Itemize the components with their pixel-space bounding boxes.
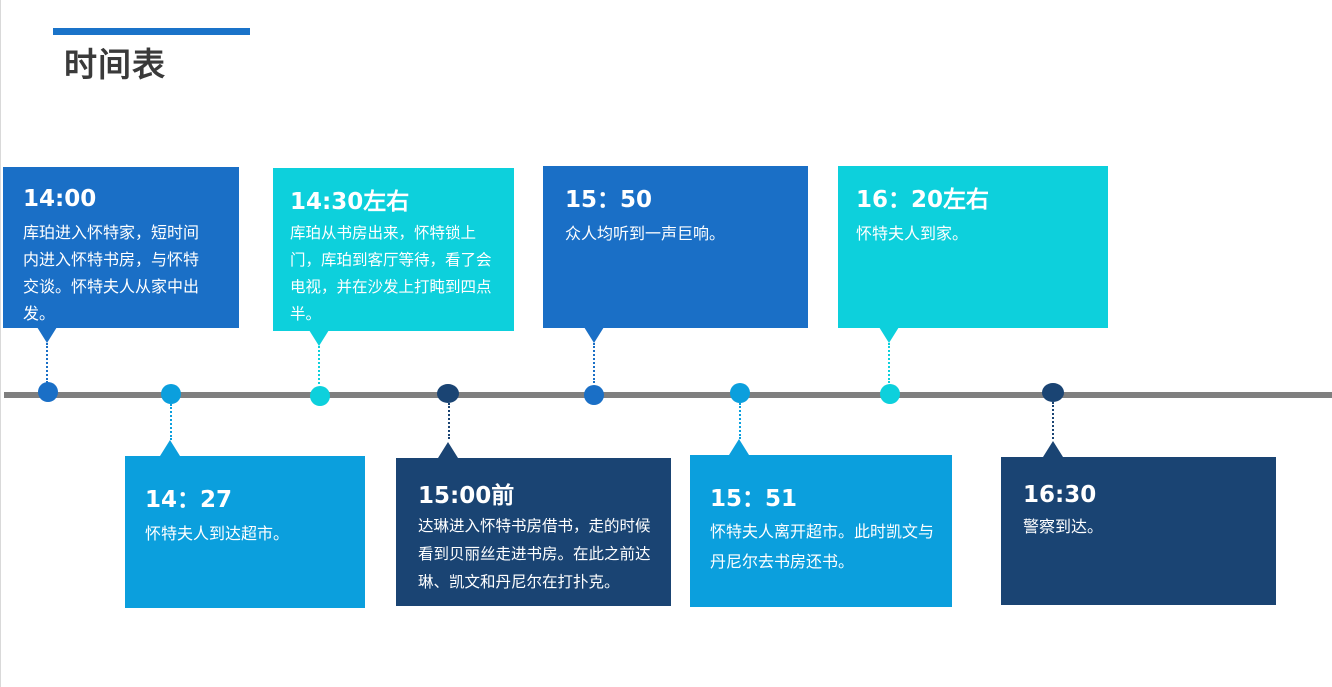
event-description: 库珀进入怀特家，短时间内进入怀特书房，与怀特交谈。怀特夫人从家中出发。 [23, 223, 200, 323]
event-connector [739, 403, 741, 439]
event-pointer [160, 440, 180, 456]
event-description: 库珀从书房出来，怀特锁上门，库珀到客厅等待，看了会电视，并在沙发上打盹到四点半。 [290, 224, 492, 323]
event-card-1427: 14：27 怀特夫人到达超市。 [125, 456, 365, 608]
timeline-dot [880, 384, 900, 404]
event-card-1620: 16：20左右 怀特夫人到家。 [838, 166, 1108, 328]
event-pointer [309, 330, 329, 346]
event-connector [170, 404, 172, 440]
event-time: 16：20左右 [856, 187, 990, 213]
timeline-dot [161, 384, 181, 404]
event-pointer [584, 327, 604, 343]
event-connector [593, 343, 595, 383]
event-time: 16:30 [1023, 482, 1097, 508]
event-description: 怀特夫人到家。 [856, 224, 969, 243]
event-description: 警察到达。 [1023, 517, 1104, 536]
timeline-dot [38, 382, 58, 402]
event-card-1550: 15：50 众人均听到一声巨响。 [543, 166, 808, 328]
event-description: 达琳进入怀特书房借书，走的时候看到贝丽丝走进书房。在此之前达琳、凯文和丹尼尔在打… [418, 517, 651, 591]
event-card-1400: 14:00 库珀进入怀特家，短时间内进入怀特书房，与怀特交谈。怀特夫人从家中出发… [3, 167, 239, 328]
timeline-axis [4, 392, 1332, 398]
timeline-dot [584, 385, 604, 405]
event-card-1551: 15：51 怀特夫人离开超市。此时凯文与丹尼尔去书房还书。 [690, 455, 952, 607]
slide-left-edge [0, 0, 1, 687]
event-time: 15：51 [710, 486, 798, 512]
event-connector [1052, 402, 1054, 439]
event-time: 14：27 [145, 487, 233, 513]
event-time: 15:00前 [418, 483, 515, 509]
event-time: 14:00 [23, 186, 97, 212]
event-connector [318, 346, 320, 384]
event-connector [888, 343, 890, 383]
page-title: 时间表 [64, 45, 166, 84]
event-card-1430: 14:30左右 库珀从书房出来，怀特锁上门，库珀到客厅等待，看了会电视，并在沙发… [273, 168, 514, 331]
timeline-dot [437, 384, 459, 403]
event-pointer [438, 442, 458, 458]
event-pointer [37, 327, 57, 343]
event-connector [448, 403, 450, 439]
event-card-1500: 15:00前 达琳进入怀特书房借书，走的时候看到贝丽丝走进书房。在此之前达琳、凯… [396, 458, 671, 606]
event-connector [46, 343, 48, 383]
event-description: 怀特夫人到达超市。 [145, 524, 290, 543]
timeline-dot [1042, 383, 1064, 402]
event-card-1630: 16:30 警察到达。 [1001, 457, 1276, 605]
title-accent-bar [53, 28, 250, 35]
event-pointer [729, 439, 749, 455]
event-description: 众人均听到一声巨响。 [565, 224, 726, 243]
event-time: 14:30左右 [290, 189, 410, 215]
timeline-dot [730, 383, 750, 403]
event-time: 15：50 [565, 187, 653, 213]
event-pointer [879, 327, 899, 343]
timeline-dot [310, 386, 330, 406]
event-pointer [1043, 441, 1063, 457]
event-description: 怀特夫人离开超市。此时凯文与丹尼尔去书房还书。 [710, 522, 935, 571]
